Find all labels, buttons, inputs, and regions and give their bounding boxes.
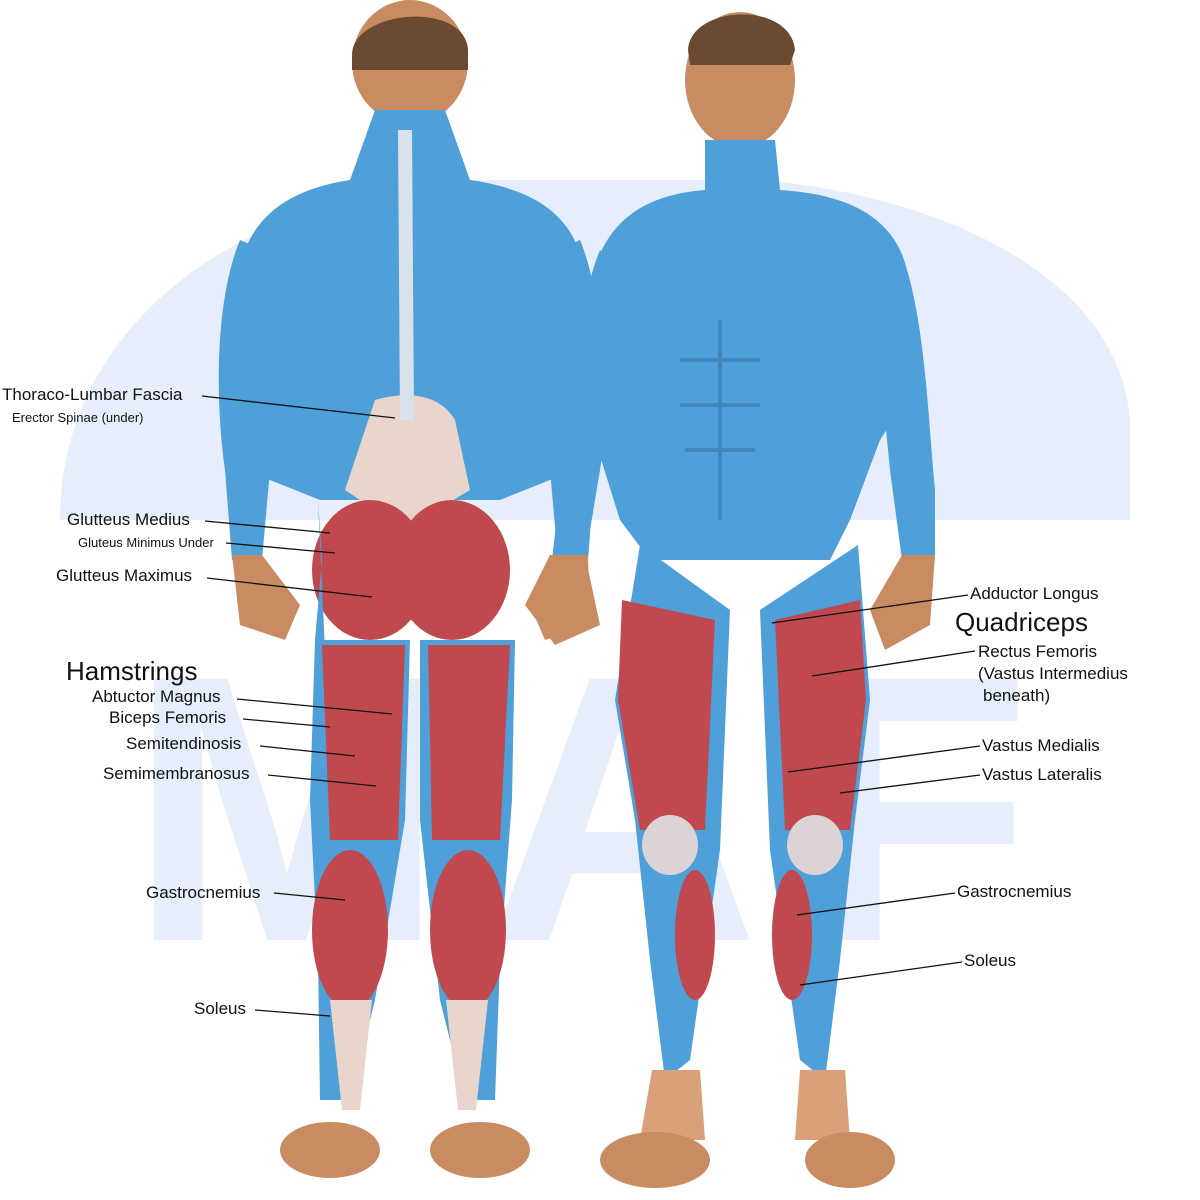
label-erector-spinae: Erector Spinae (under) xyxy=(12,410,144,425)
leader-biceps-femoris xyxy=(242,718,331,728)
back-left-arm xyxy=(218,240,285,560)
front-right-hand xyxy=(525,555,600,645)
front-right-quadriceps xyxy=(618,600,715,830)
label-soleus-front: Soleus xyxy=(964,951,1016,970)
front-hair xyxy=(688,14,795,65)
leader-vastus-medialis xyxy=(787,745,981,773)
leader-semimembranosus xyxy=(267,774,377,787)
label-biceps-femoris: Biceps Femoris xyxy=(109,708,227,727)
front-right-ankle xyxy=(640,1070,705,1140)
heading-hamstrings: Hamstrings xyxy=(66,656,198,686)
label-vastus-lateralis: Vastus Lateralis xyxy=(982,765,1102,784)
leader-glutteus-maximus xyxy=(206,577,373,598)
label-gluteus-minimus: Gluteus Minimus Under xyxy=(78,535,214,550)
leader-vastus-lateralis xyxy=(839,774,981,794)
label-thoraco-lumbar-fascia: Thoraco-Lumbar Fascia xyxy=(2,385,183,404)
anterior-figure xyxy=(525,12,935,1188)
label-gastrocnemius-back: Gastrocnemius xyxy=(146,883,261,902)
back-lumbar-fascia xyxy=(345,395,470,520)
label-rectus-femoris-line1: Rectus Femoris xyxy=(978,642,1098,661)
front-left-ankle xyxy=(795,1070,850,1140)
front-left-foot xyxy=(805,1132,895,1188)
back-hair xyxy=(352,16,468,70)
leader-adductor-longus xyxy=(771,594,969,624)
label-semimembranosus: Semimembranosus xyxy=(103,764,250,783)
leader-thoraco-lumbar xyxy=(201,395,396,419)
leader-gastrocnemius-back xyxy=(273,892,346,901)
label-adductor-longus: Adductor Longus xyxy=(970,584,1099,603)
front-left-calf xyxy=(772,870,812,1000)
label-rectus-femoris-line2: (Vastus Intermedius xyxy=(978,664,1128,684)
back-hip-band-left xyxy=(315,500,325,650)
watermark-text: MAF xyxy=(128,596,1071,1021)
back-left-hand xyxy=(232,555,300,640)
back-left-foot xyxy=(280,1122,380,1178)
label-glutteus-medius: Glutteus Medius xyxy=(67,510,190,529)
leader-soleus-front xyxy=(799,961,963,986)
leader-lines xyxy=(201,395,981,1017)
back-right-hamstrings xyxy=(428,645,510,840)
label-rectus-femoris-line3: beneath) xyxy=(983,686,1051,706)
front-left-quadriceps xyxy=(775,600,866,830)
leader-gluteus-minimus xyxy=(225,542,336,554)
label-rectus-femoris: Rectus Femoris (Vastus Intermedius benea… xyxy=(978,641,1128,707)
back-right-achilles xyxy=(446,1000,488,1110)
back-right-glute xyxy=(394,500,510,640)
leader-abtuctor-magnus xyxy=(236,698,393,715)
back-spine xyxy=(398,130,414,420)
label-glutteus-maximus: Glutteus Maximus xyxy=(56,566,193,585)
back-left-hamstrings xyxy=(322,645,405,840)
front-right-calf xyxy=(675,870,715,1000)
leader-rectus-femoris xyxy=(811,650,976,677)
front-torso xyxy=(585,140,912,560)
back-left-achilles xyxy=(330,1000,372,1110)
label-abtuctor-magnus: Abtuctor Magnus xyxy=(92,687,221,706)
front-left-hand xyxy=(870,555,935,650)
front-right-knee xyxy=(642,815,698,875)
front-left-arm xyxy=(880,250,935,560)
back-left-calf xyxy=(312,850,388,1010)
leader-semitendinosis xyxy=(259,745,356,757)
label-vastus-medialis: Vastus Medialis xyxy=(982,736,1100,755)
front-right-arm xyxy=(552,250,620,560)
back-right-calf xyxy=(430,850,506,1010)
back-left-glute xyxy=(312,500,428,640)
posterior-figure xyxy=(218,0,602,1178)
heading-quadriceps: Quadriceps xyxy=(955,607,1088,637)
leader-gastrocnemius-front xyxy=(796,892,956,916)
front-right-foot xyxy=(600,1132,710,1188)
label-semitendinosis: Semitendinosis xyxy=(126,734,242,753)
back-right-foot xyxy=(430,1122,530,1178)
label-gastrocnemius-front: Gastrocnemius xyxy=(957,882,1072,901)
label-soleus-back: Soleus xyxy=(194,999,246,1018)
leader-glutteus-medius xyxy=(204,520,331,534)
front-abs-lines xyxy=(680,320,760,520)
leader-soleus-back xyxy=(254,1009,331,1017)
front-left-knee xyxy=(787,815,843,875)
